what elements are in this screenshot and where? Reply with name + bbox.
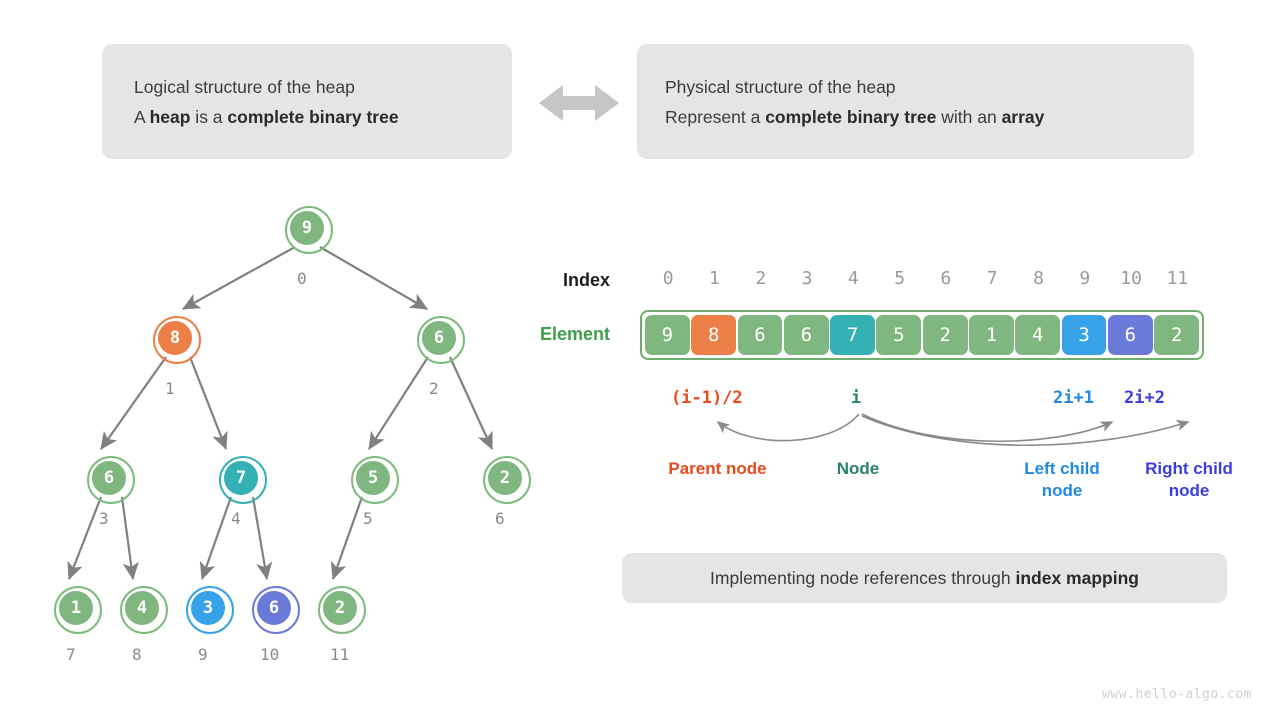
tree-node-index-label: 1 [165, 379, 175, 398]
array-cell: 7 [830, 315, 875, 355]
left-child-label-line-2: node [1041, 481, 1083, 500]
physical-structure-caption: Physical structure of the heap Represent… [637, 44, 1194, 159]
array-cell: 6 [1107, 315, 1153, 355]
array-cell: 1 [969, 315, 1014, 355]
tree-node-index-label: 0 [297, 269, 307, 288]
physical-caption-line-1: Physical structure of the heap [665, 76, 896, 97]
array-index-label: 3 [801, 268, 813, 289]
tree-node-value: 6 [268, 598, 280, 618]
array-cell: 3 [1061, 315, 1107, 355]
tree-node-index-label: 7 [66, 645, 76, 664]
physical-line2-pre: Represent a [665, 106, 766, 127]
tree-node-value: 6 [103, 468, 115, 488]
tree-node-value: 2 [334, 598, 346, 618]
physical-line2-mid: with an [936, 106, 1002, 127]
physical-caption-line-2: Represent a complete binary tree with an… [665, 102, 1166, 132]
array-cell: 6 [783, 315, 829, 355]
array-index-label: 1 [709, 268, 720, 289]
tree-node-index-label: 8 [132, 645, 142, 664]
tree-node: 2 [483, 456, 531, 504]
tree-node: 6 [87, 456, 135, 504]
tree-node-index-label: 3 [99, 509, 109, 528]
array-cell: 6 [737, 315, 783, 355]
array-index-label: 11 [1166, 268, 1189, 289]
array-index-label: 0 [662, 268, 674, 289]
logical-caption-line-1: Logical structure of the heap [134, 76, 355, 97]
tree-node: 7 [219, 456, 267, 504]
bottom-caption-text: Implementing node references through ind… [710, 563, 1139, 593]
tree-node-value: 1 [70, 598, 82, 618]
array-index-label: 10 [1120, 268, 1142, 289]
logical-caption-line-2: A heap is a complete binary tree [134, 102, 480, 132]
element-row-label: Element [540, 324, 611, 344]
tree-node: 3 [186, 586, 234, 634]
array-cell: 9 [645, 315, 690, 355]
tree-node: 2 [318, 586, 366, 634]
array-cell: 5 [876, 315, 922, 355]
tree-node-index-label: 5 [363, 509, 373, 528]
bottom-caption-bold: index mapping [1015, 568, 1139, 588]
left-child-formula: 2i+1 [1053, 388, 1094, 408]
array-cell: 2 [1154, 315, 1200, 355]
watermark: www.hello-algo.com [1102, 687, 1252, 702]
right-child-label-line-2: node [1168, 481, 1210, 500]
right-child-node-label: Right child node [1126, 458, 1252, 502]
right-child-label-line-1: Right child [1145, 459, 1233, 478]
array-index-label: 6 [940, 268, 952, 289]
tree-node-value: 5 [367, 468, 379, 488]
left-child-label-line-1: Left child [1024, 459, 1100, 478]
node-formula: i [851, 388, 862, 408]
tree-edges [67, 246, 494, 581]
tree-node: 6 [252, 586, 300, 634]
node-label: Node [836, 459, 880, 478]
tree-node-index-label: 2 [429, 379, 439, 398]
index-cells: 0 1 2 3 4 5 6 7 8 9 10 11 [645, 268, 1201, 289]
array-cell: 4 [1015, 315, 1061, 355]
array-index-label: 7 [986, 268, 998, 289]
tree-node-index-label: 9 [198, 645, 208, 664]
tree-node: 4 [120, 586, 168, 634]
tree-node: 6 [417, 316, 465, 364]
array-index-label: 9 [1079, 268, 1091, 289]
logical-line2-bold-2: complete binary tree [227, 106, 399, 127]
tree-node: 9 [285, 206, 333, 254]
right-child-formula: 2i+2 [1124, 388, 1165, 408]
logical-structure-caption: Logical structure of the heap A heap is … [102, 44, 512, 159]
tree-node: 8 [153, 316, 201, 364]
tree-node-index-label: 6 [495, 509, 505, 528]
tree-node-value: 6 [433, 328, 445, 348]
parent-formula: (i-1)/2 [671, 388, 743, 408]
tree-node-index-label: 10 [260, 645, 280, 664]
array-index-label: 8 [1033, 268, 1044, 289]
array-cell: 8 [691, 315, 737, 355]
array-index-label: 2 [755, 268, 767, 289]
parent-node-label: Parent node [668, 459, 767, 478]
tree-node-index-label: 11 [330, 645, 350, 664]
tree-node-value: 3 [202, 598, 214, 618]
bottom-caption-pre: Implementing node references through [710, 568, 1016, 588]
tree-node-value: 8 [169, 328, 181, 348]
double-arrow-icon [537, 79, 621, 127]
tree-node-value: 4 [136, 598, 148, 618]
array-index-label: 4 [847, 268, 859, 289]
logical-line2-pre: A [134, 106, 150, 127]
tree-node: 5 [351, 456, 399, 504]
tree-node-value: 9 [301, 218, 313, 238]
logical-line2-bold-1: heap [149, 106, 191, 127]
left-child-node-label: Left child node [1004, 458, 1120, 502]
array-cell: 2 [922, 315, 968, 355]
physical-line2-bold-1: complete binary tree [765, 106, 937, 127]
tree-node-index-label: 4 [231, 509, 241, 528]
index-mapping-caption: Implementing node references through ind… [622, 553, 1227, 603]
index-row-label: Index [563, 270, 611, 290]
logical-line2-mid: is a [190, 106, 228, 127]
mapping-arrows [716, 413, 1190, 447]
physical-line2-bold-2: array [1001, 106, 1045, 127]
tree-node-value: 2 [499, 468, 511, 488]
tree-node: 1 [54, 586, 102, 634]
tree-node-value: 7 [235, 468, 247, 488]
array-index-label: 5 [894, 268, 906, 289]
